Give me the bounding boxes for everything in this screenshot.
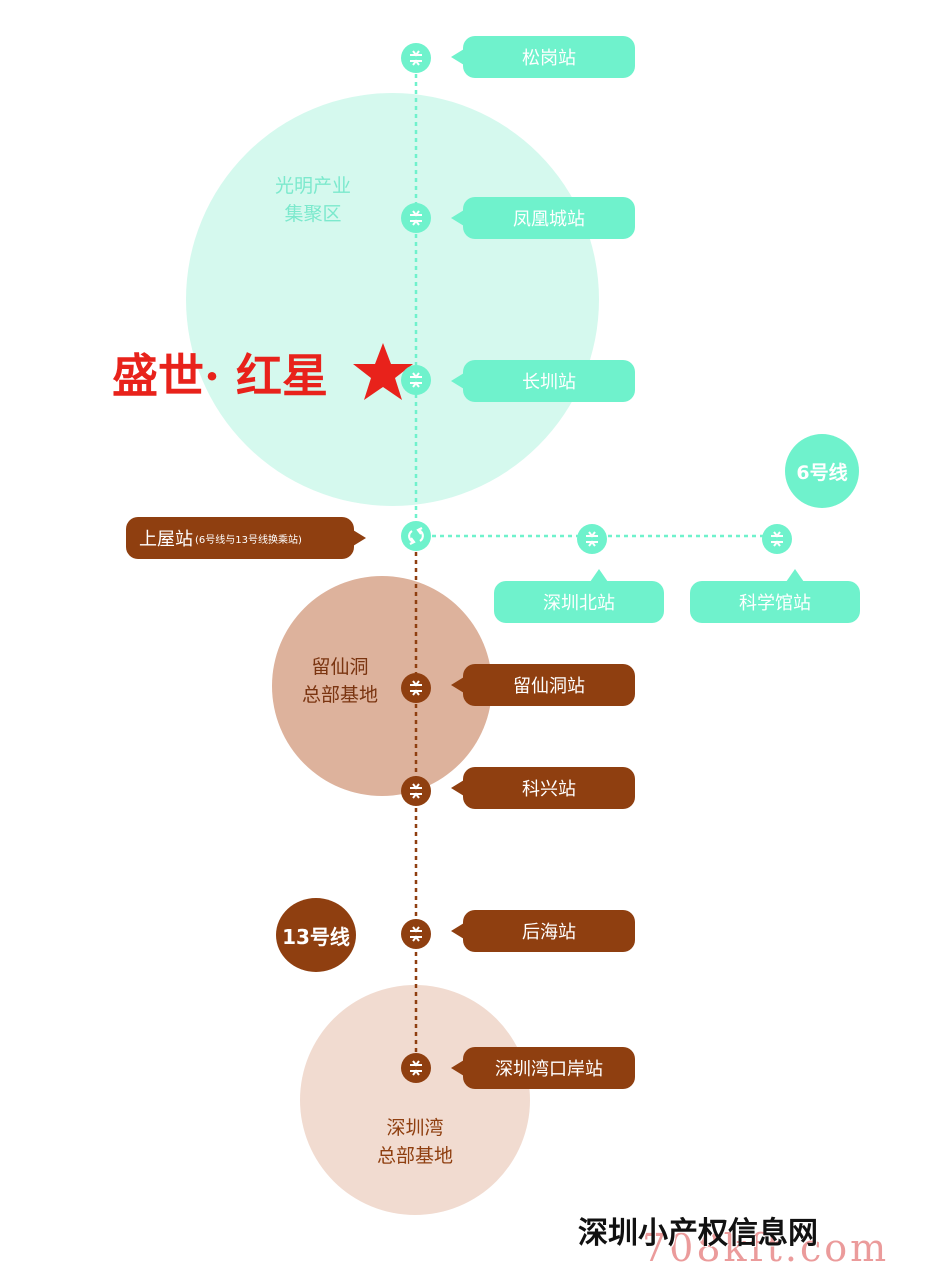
callout-pointer xyxy=(353,530,366,546)
liuxiandong-station-icon[interactable] xyxy=(401,673,431,703)
shangwu-transfer-note: (6号线与13号线换乘站) xyxy=(195,534,302,546)
callout-pointer xyxy=(451,49,464,65)
callout-pointer xyxy=(590,569,608,582)
project-title: 盛世· 红星 xyxy=(112,349,329,403)
changzhen-station-name: 长圳站 xyxy=(522,372,576,393)
songgang-station-name: 松岗站 xyxy=(522,48,576,69)
callout-pointer xyxy=(451,780,464,796)
line13-badge[interactable]: 13号线 xyxy=(276,898,356,972)
kexing-station-icon[interactable] xyxy=(401,776,431,806)
fenghuangcheng-station-icon[interactable] xyxy=(401,203,431,233)
shenzhenwankouan-station-icon[interactable] xyxy=(401,1053,431,1083)
shenzhenbei-station-label[interactable]: 深圳北站 xyxy=(494,569,664,623)
liuxiandong-station-label[interactable]: 留仙洞站 xyxy=(451,664,635,706)
shangwu-station-name: 上屋站 xyxy=(139,529,193,550)
kexueguan-station-name: 科学馆站 xyxy=(739,593,811,614)
fenghuangcheng-station-name: 凤凰城站 xyxy=(513,209,585,230)
kexing-station-name: 科兴站 xyxy=(522,779,576,800)
star-icon xyxy=(353,343,413,400)
guangming-area-circle xyxy=(186,93,599,506)
liuxiandong-area-label: 留仙洞 总部基地 xyxy=(301,656,378,706)
songgang-station-icon[interactable] xyxy=(401,43,431,73)
shangwu-station-label[interactable]: 上屋站 (6号线与13号线换乘站) xyxy=(126,517,366,559)
watermark-site-name: 深圳小产权信息网 xyxy=(578,1216,818,1251)
changzhen-station-label[interactable]: 长圳站 xyxy=(451,360,635,402)
shenzhenwan-area-label: 深圳湾 总部基地 xyxy=(376,1117,453,1167)
shenzhenwankouan-station-label[interactable]: 深圳湾口岸站 xyxy=(451,1047,635,1089)
kexueguan-station-label[interactable]: 科学馆站 xyxy=(690,569,860,623)
houhai-station-icon[interactable] xyxy=(401,919,431,949)
shenzhenbei-station-icon[interactable] xyxy=(577,524,607,554)
callout-pointer xyxy=(451,210,464,226)
shenzhenwan-area-circle xyxy=(300,985,530,1215)
changzhen-station-icon[interactable] xyxy=(401,365,431,395)
watermark-url: 708kft.com xyxy=(642,1226,890,1270)
shangwu-interchange-icon[interactable] xyxy=(401,521,431,551)
houhai-station-name: 后海站 xyxy=(522,922,576,943)
callout-pointer xyxy=(451,373,464,389)
shenzhenbei-station-name: 深圳北站 xyxy=(543,593,615,614)
kexing-station-label[interactable]: 科兴站 xyxy=(451,767,635,809)
callout-pointer xyxy=(451,1060,464,1076)
liuxiandong-station-name: 留仙洞站 xyxy=(513,676,585,697)
callout-pointer xyxy=(786,569,804,582)
callout-pointer xyxy=(451,923,464,939)
line6-badge[interactable]: 6号线 xyxy=(785,434,859,508)
callout-pointer xyxy=(451,677,464,693)
kexueguan-station-icon[interactable] xyxy=(762,524,792,554)
guangming-area-label: 光明产业 集聚区 xyxy=(274,175,351,225)
fenghuangcheng-station-label[interactable]: 凤凰城站 xyxy=(451,197,635,239)
houhai-station-label[interactable]: 后海站 xyxy=(451,910,635,952)
songgang-station-label[interactable]: 松岗站 xyxy=(451,36,635,78)
shenzhenwankouan-station-name: 深圳湾口岸站 xyxy=(495,1059,603,1080)
